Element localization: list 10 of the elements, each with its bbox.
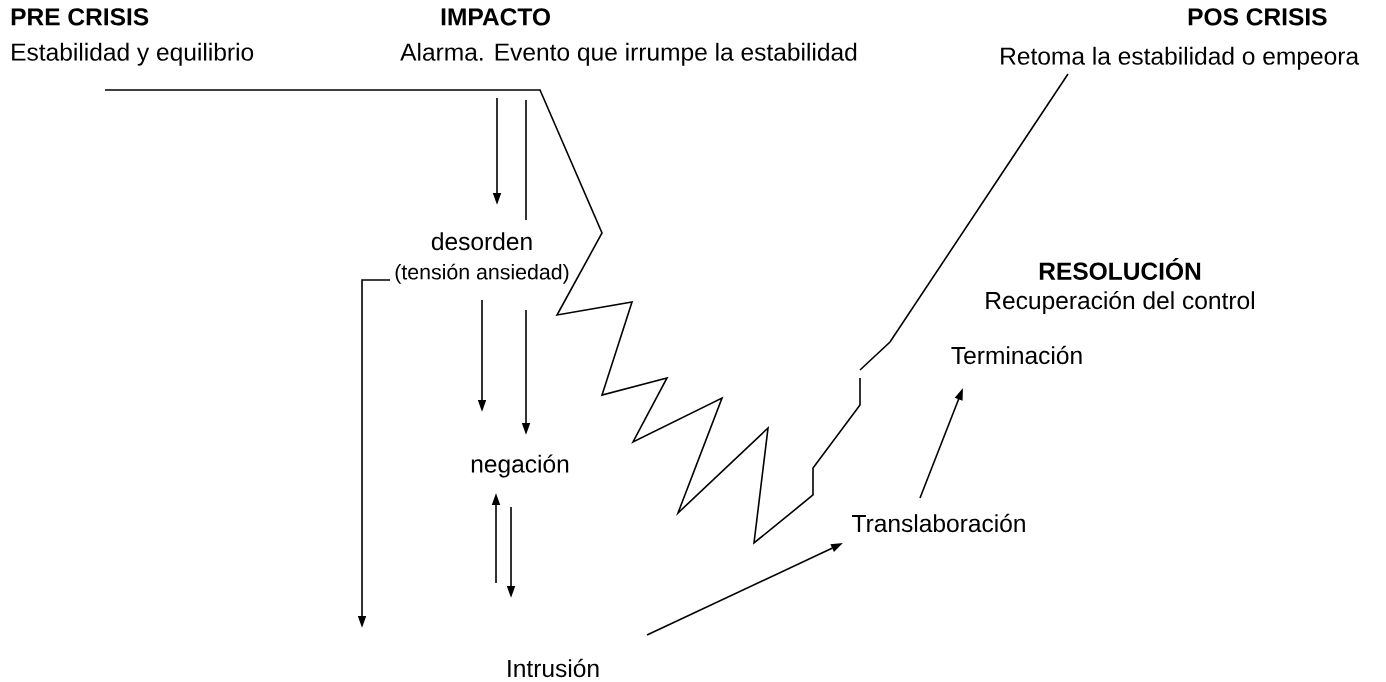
stage-label: Terminación xyxy=(951,345,1082,365)
stage-label: desorden (tensión ansiedad) xyxy=(395,232,569,284)
stage-heading: PRE CRISIS Estabilidad y equilibrio xyxy=(11,8,254,66)
stage-heading: POS CRISIS Retoma la estabilidad o empeora xyxy=(1001,8,1360,70)
stage-heading: RESOLUCIÓN Recuperación del control xyxy=(986,257,1254,315)
stage-label: Translaboración xyxy=(852,513,1025,533)
stage-label: negación xyxy=(471,454,569,478)
connector-line xyxy=(525,99,527,221)
stage-heading: IMPACTO Alarma. Evento que irrumpe la estabilidad xyxy=(400,8,857,66)
stage-label: Intrusión xyxy=(508,658,599,678)
